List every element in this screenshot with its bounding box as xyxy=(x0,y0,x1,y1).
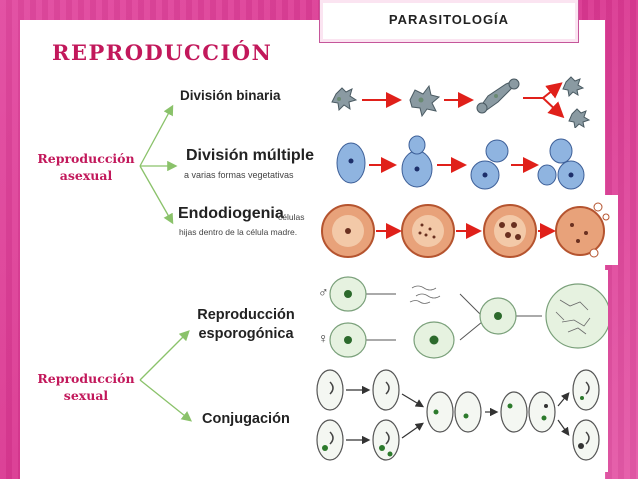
endodiogenia-illustration xyxy=(310,195,618,265)
item-esporogonica-line1: Reproducción xyxy=(197,307,295,323)
female-symbol: ♀ xyxy=(318,330,329,346)
item-esporogonica: Reproducción esporogónica xyxy=(190,306,302,344)
item-division-multiple-note: a varias formas vegetativas xyxy=(184,170,294,180)
item-division-binaria: División binaria xyxy=(180,88,281,103)
image-division-multiple xyxy=(325,133,605,195)
esporogonica-illustration xyxy=(312,270,608,362)
male-symbol: ♂ xyxy=(318,284,329,300)
image-division-binaria xyxy=(318,70,608,128)
item-endodiogenia: Endodiogenia xyxy=(178,205,284,222)
item-division-multiple: División múltiple xyxy=(186,147,315,164)
sexual-label-line2: sexual xyxy=(63,388,109,403)
item-conjugacion: Conjugación xyxy=(202,411,290,427)
conjugacion-illustration xyxy=(310,362,608,472)
binaria-illustration xyxy=(331,76,591,128)
item-esporogonica-line2: esporogónica xyxy=(198,326,294,342)
slide-title: REPRODUCCIÓN xyxy=(52,40,273,65)
asexual-label: Reproducción asexual xyxy=(32,150,140,184)
connector-binaria xyxy=(139,104,174,167)
sexual-label-line1: Reproducción xyxy=(37,371,135,386)
sexual-label: Reproducción sexual xyxy=(32,370,140,404)
connector-esporogonica xyxy=(139,330,190,381)
header-tab: PARASITOLOGÍA xyxy=(319,0,579,43)
asexual-label-line1: Reproducción xyxy=(37,151,135,166)
connector-conjugacion xyxy=(139,379,193,422)
header-label: PARASITOLOGÍA xyxy=(388,12,510,27)
image-endodiogenia xyxy=(310,195,618,265)
connector-endodiogenia xyxy=(139,165,174,225)
image-conjugacion xyxy=(310,362,608,472)
asexual-label-line2: asexual xyxy=(59,168,113,183)
image-esporogonica xyxy=(312,270,608,362)
item-endodiogenia-note-inline: células xyxy=(278,212,305,222)
multiple-illustration xyxy=(336,135,585,190)
item-endodiogenia-note: hijas dentro de la célula madre. xyxy=(179,227,298,237)
